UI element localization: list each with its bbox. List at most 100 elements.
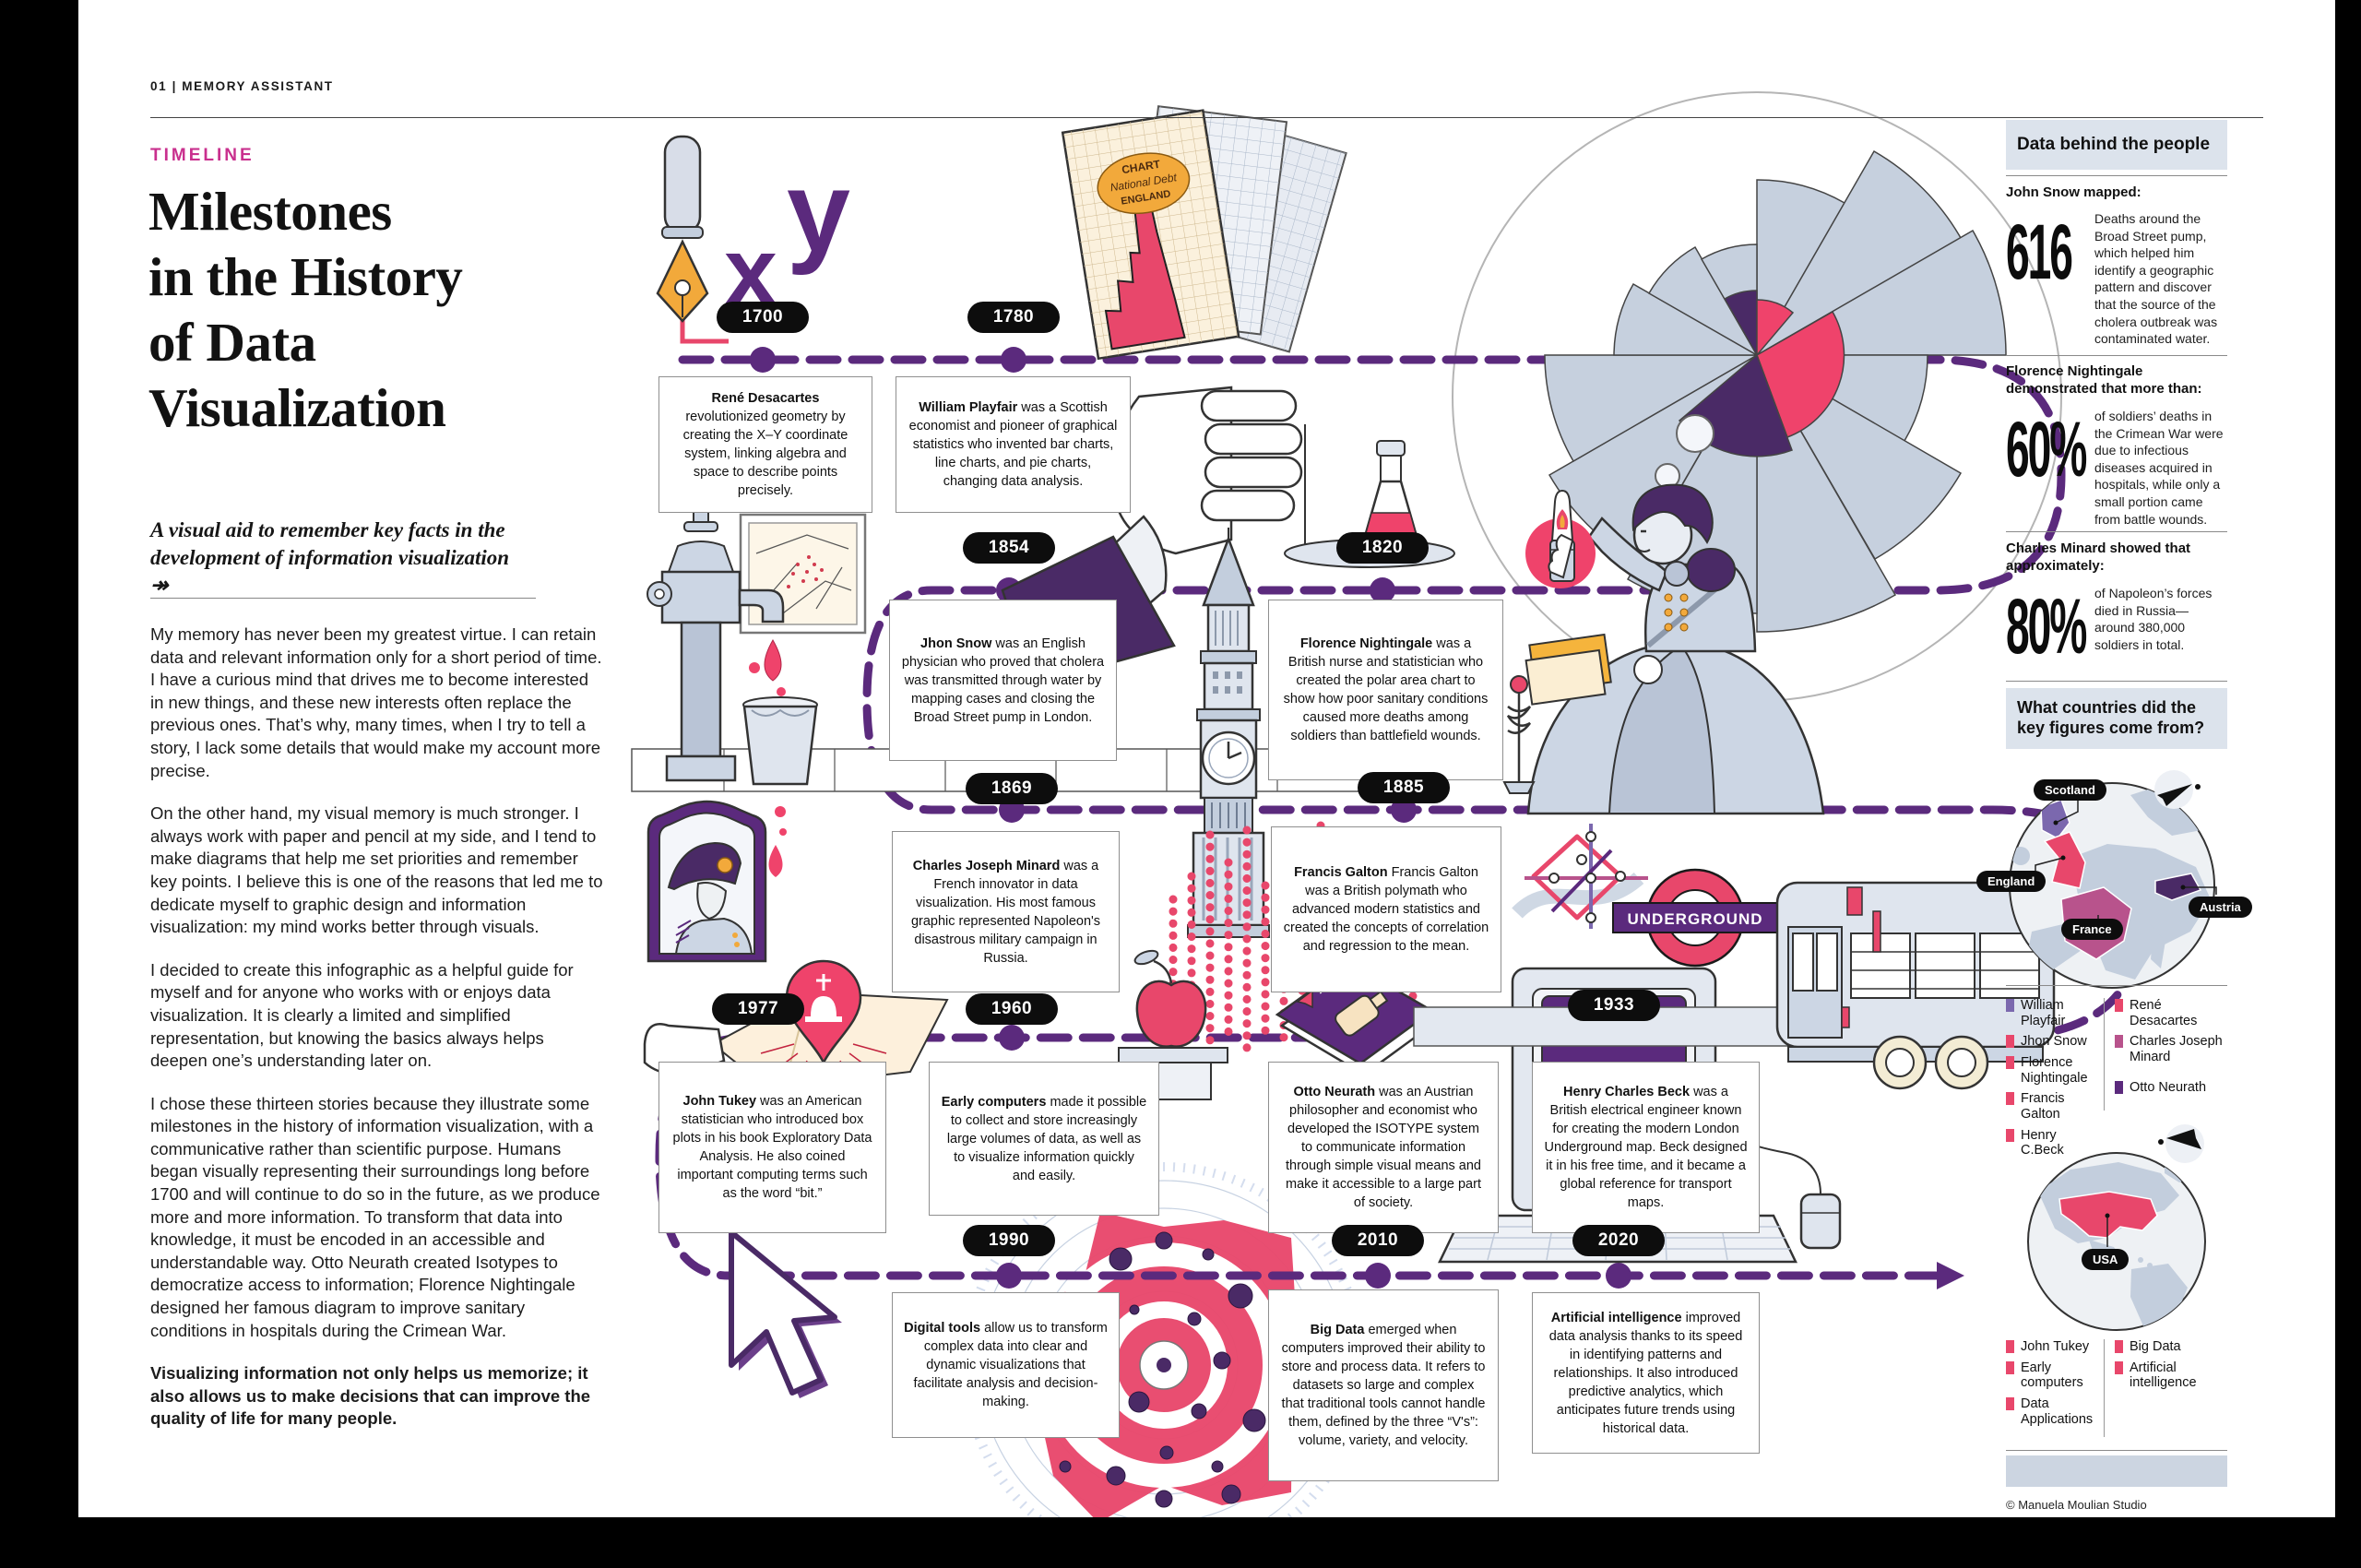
legend-swatch	[2115, 999, 2123, 1012]
studio-credit: © Manuela Moulian Studio	[2006, 1498, 2147, 1512]
year-badge-1977: 1977	[712, 993, 804, 1025]
legend-swatch	[2115, 1340, 2123, 1353]
legend-swatch	[2006, 999, 2014, 1012]
milestone-lead: Henry Charles Beck	[1563, 1085, 1691, 1099]
stat-row: 616 Deaths around the Broad Street pump,…	[2006, 207, 2227, 348]
milestone-text: improved data analysis thanks to its spe…	[1548, 1310, 1743, 1436]
milestone-box-ai: Artificial intelligence improved data an…	[1532, 1292, 1760, 1454]
milestone-text: made it possible to collect and store in…	[946, 1094, 1147, 1183]
legend-europe-col2: René Desacartes Charles Joseph Minard Ot…	[2115, 998, 2227, 1100]
closing-paragraph: Visualizing information not only helps u…	[150, 1363, 591, 1429]
legend-swatch	[2006, 1035, 2014, 1049]
title-line: Milestones	[148, 181, 392, 242]
title-line: in the History	[148, 246, 463, 307]
divider	[2006, 355, 2227, 356]
page-subtitle: A visual aid to remember key facts in th…	[150, 518, 510, 597]
legend-swatch	[2006, 1360, 2014, 1374]
legend-item: Henry C.Beck	[2006, 1128, 2098, 1158]
sidebar-footer-bar	[2006, 1455, 2227, 1487]
intro-text: My memory has never been my greatest vir…	[150, 624, 604, 1431]
intro-paragraph: I chose these thirteen stories because t…	[150, 1093, 600, 1340]
milestone-text: was a British electrical engineer known …	[1544, 1085, 1748, 1210]
milestone-text: was a French innovator in data visualiza…	[910, 858, 1101, 966]
legend-swatch	[2006, 1340, 2014, 1353]
milestone-box-minard: Charles Joseph Minard was a French innov…	[892, 831, 1120, 992]
legend-item: William Playfair	[2006, 998, 2098, 1028]
stat-intro: Charles Minard showed that approximately…	[2006, 540, 2191, 574]
year-badge-1700: 1700	[717, 302, 809, 333]
milestone-lead: Big Data	[1310, 1323, 1365, 1337]
svg-text:y: y	[787, 148, 850, 276]
flask-icon	[1363, 440, 1418, 548]
legend-item: Artificial intelligence	[2115, 1360, 2227, 1391]
tube-map-illustration	[1512, 824, 1648, 929]
sidebar-countries-title: What countries did the key figures come …	[2006, 688, 2227, 749]
year-badge-1780: 1780	[967, 302, 1060, 333]
milestone-box-nightingale: Florence Nightingale was a British nurse…	[1268, 600, 1503, 780]
milestone-box-tukey: John Tukey was an American statistician …	[658, 1062, 886, 1233]
stat-intro: John Snow mapped:	[2006, 184, 2142, 200]
xy-axis-letters: x y	[724, 148, 850, 326]
milestone-text: was an Austrian philosopher and economis…	[1286, 1085, 1481, 1210]
europe-globe-map	[2009, 770, 2217, 989]
map-label-scotland: Scotland	[2034, 779, 2106, 801]
sidebar-title: Data behind the people	[2006, 120, 2227, 170]
nightingale-figure-illustration	[1525, 483, 1825, 815]
divider	[2006, 1450, 2227, 1451]
map-label-france: France	[2061, 919, 2123, 940]
paper-plane-icon	[2154, 770, 2201, 809]
divider	[2006, 681, 2227, 682]
legend-swatch	[2006, 1397, 2014, 1411]
milestone-lead: Charles Joseph Minard	[912, 858, 1061, 873]
milestone-lead: Artificial intelligence	[1550, 1310, 1682, 1325]
stat-value: 60%	[2006, 405, 2087, 493]
train-illustration	[1775, 881, 2056, 1090]
milestone-lead: René Desacartes	[711, 391, 820, 406]
year-badge-1933: 1933	[1568, 990, 1660, 1021]
year-badge-1885: 1885	[1358, 772, 1450, 803]
year-badge-1869: 1869	[966, 773, 1058, 804]
legend-americas-col2: Big Data Artificial intelligence	[2115, 1339, 2227, 1396]
caduceus-icon	[1502, 675, 1536, 794]
divider	[2006, 985, 2227, 986]
intro-paragraph: On the other hand, my visual memory is m…	[150, 803, 603, 937]
legend-item: Big Data	[2115, 1339, 2227, 1355]
legend-swatch	[2115, 1080, 2123, 1094]
legend-item: John Tukey	[2006, 1339, 2098, 1355]
page-title: Milestones in the History of Data Visual…	[148, 179, 610, 441]
timeline-end-arrow	[1937, 1262, 1964, 1289]
legend-item: Florence Nightingale	[2006, 1055, 2098, 1086]
legend-item: Otto Neurath	[2115, 1080, 2227, 1096]
year-badge-1990: 1990	[963, 1225, 1055, 1256]
year-badge-1960: 1960	[966, 993, 1058, 1025]
year-badge-2020: 2020	[1572, 1225, 1665, 1256]
milestone-lead: John Tukey	[682, 1094, 757, 1109]
cholera-map-frame	[739, 513, 867, 635]
chart-card-front-icon: CHART National Debt ENGLAND	[1061, 109, 1240, 361]
legend-item: Charles Joseph Minard	[2115, 1034, 2227, 1064]
milestone-text: revolutionized geometry by creating the …	[682, 410, 848, 498]
polar-area-chart-illustration	[1544, 149, 2007, 633]
year-badge-2010: 2010	[1332, 1225, 1424, 1256]
milestone-text: was a Scottish economist and pioneer of …	[908, 400, 1118, 489]
milestone-box-galton: Francis Galton Francis Galton was a Brit…	[1271, 826, 1501, 992]
map-label-austria: Austria	[2189, 897, 2252, 918]
infographic-page: x y CHART National	[78, 0, 2335, 1517]
milestone-box-snow: Jhon Snow was an English physician who p…	[889, 600, 1117, 761]
map-label-usa: USA	[2082, 1249, 2130, 1270]
legend-divider	[2104, 998, 2105, 1111]
milestone-lead: Otto Neurath	[1293, 1085, 1376, 1099]
top-rule	[150, 117, 2263, 118]
svg-text:CHART: CHART	[1121, 158, 1161, 177]
stat-value: 80%	[2006, 582, 2087, 670]
paper-plane-icon	[2158, 1124, 2204, 1163]
soldier-portrait-illustration	[647, 800, 767, 963]
underground-roundel-icon: UNDERGROUND	[1612, 868, 1778, 968]
big-ben-illustration	[1187, 528, 1270, 938]
intro-paragraph: My memory has never been my greatest vir…	[150, 624, 602, 780]
stat-row: 80% of Napoleon’s forces died in Russia—…	[2006, 581, 2227, 670]
milestone-lead: Florence Nightingale	[1299, 636, 1433, 651]
milestone-box-descartes: René Desacartes revolutionized geometry …	[658, 376, 872, 513]
milestone-box-neurath: Otto Neurath was an Austrian philosopher…	[1268, 1062, 1499, 1233]
legend-swatch	[2006, 1056, 2014, 1070]
